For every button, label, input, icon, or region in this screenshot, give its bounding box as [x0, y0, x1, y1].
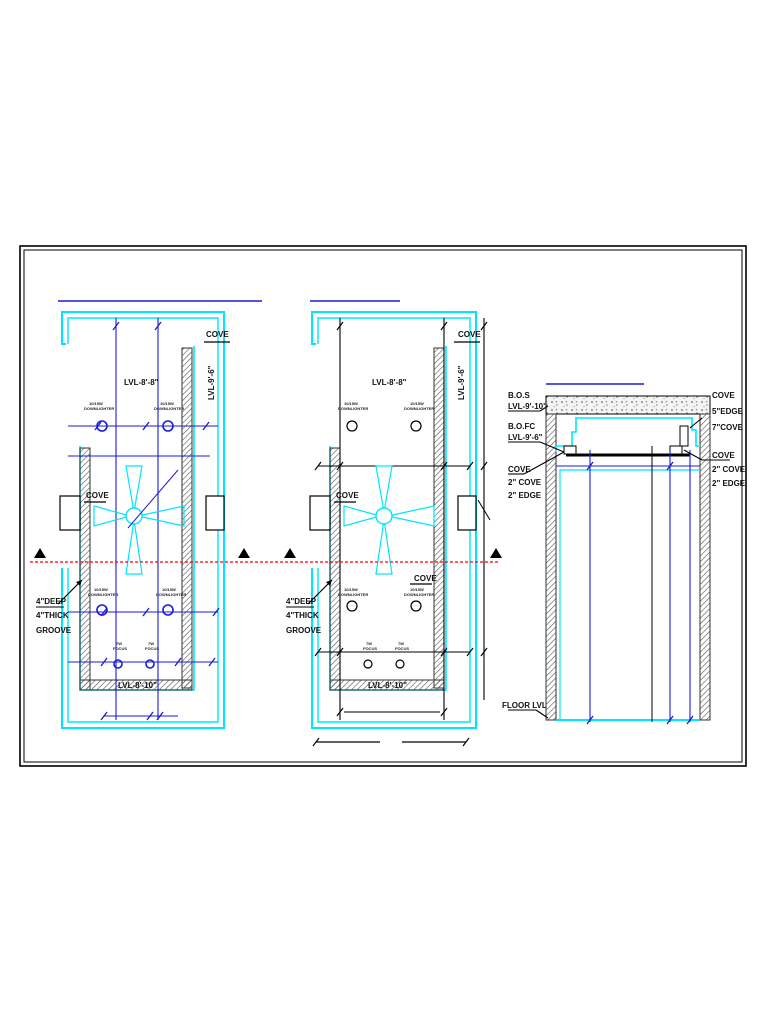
- plan2-outer-wall: [311, 311, 477, 729]
- section-wall-left: [545, 413, 557, 721]
- plan1-inner-cove-label: COVE: [86, 491, 109, 500]
- plan2-downlight-tl: 10/15W DOWNLIGHTER: [338, 401, 368, 432]
- section-floor-label: FLOOR LVL: [502, 701, 547, 710]
- section-marker-2-icon: [238, 548, 250, 558]
- svg-text:10/15W: 10/15W: [410, 401, 424, 406]
- section-left-cove: COVE: [508, 465, 531, 474]
- plan1-groove-note: 4"DEEP 4"THICK GROOVE: [36, 579, 83, 635]
- plan1-level-label: LVL-8'-8": [124, 378, 159, 387]
- plan2-focus-right: 7W FOCUS: [395, 641, 409, 669]
- section-right-cove-2: 2" COVE: [712, 465, 746, 474]
- svg-text:DOWNLIGHTER: DOWNLIGHTER: [338, 406, 368, 411]
- plan2-scale-bar: [312, 737, 470, 747]
- plan1-focus-right: 7W FOCUS: [145, 641, 159, 669]
- plan2-jamb-right: [457, 495, 477, 531]
- plan2-jamb-left: [309, 495, 331, 531]
- svg-text:7W: 7W: [366, 641, 372, 646]
- plan1-downlight-bl: 10/15W DOWNLIGHTER: [88, 587, 118, 616]
- svg-text:10/15W: 10/15W: [410, 587, 424, 592]
- plan1-outer-wall: [61, 311, 225, 729]
- section-right-cove-b: COVE: [712, 451, 735, 460]
- svg-text:DOWNLIGHTER: DOWNLIGHTER: [154, 406, 184, 411]
- plan2-groove-right: [433, 347, 445, 689]
- plan2-cove-label: COVE: [458, 330, 481, 339]
- plan1-downlight-tl: 10/15W DOWNLIGHTER: [84, 401, 114, 432]
- plan2-level-label: LVL-8'-8": [372, 378, 407, 387]
- plan2-groove-note: 4"DEEP 4"THICK GROOVE: [286, 579, 333, 635]
- section-marker-4-icon: [490, 548, 502, 558]
- plan1-downlight-br: 10/15W DOWNLIGHTER: [156, 587, 186, 616]
- section-dimension-ticks: [586, 461, 694, 725]
- svg-text:4"DEEP: 4"DEEP: [286, 597, 317, 606]
- plan1-side-level-label: LVL-9'-6": [207, 365, 216, 400]
- plan1-ceiling-fan-icon: [93, 465, 185, 575]
- plan2-focus-left: 7W FOCUS: [363, 641, 377, 669]
- sheet-border-outer: [19, 245, 747, 767]
- svg-text:10/15W: 10/15W: [89, 401, 103, 406]
- plan2-downlight-br: 10/15W DOWNLIGHTER: [404, 587, 434, 612]
- svg-text:GROOVE: GROOVE: [286, 626, 322, 635]
- svg-text:7W: 7W: [116, 641, 122, 646]
- svg-text:10/15W: 10/15W: [160, 401, 174, 406]
- svg-text:DOWNLIGHTER: DOWNLIGHTER: [84, 406, 114, 411]
- section-left-edge: 2" EDGE: [508, 491, 542, 500]
- plan2-lower-cove-label: COVE: [414, 574, 437, 583]
- svg-text:7W: 7W: [398, 641, 404, 646]
- svg-text:10/15W: 10/15W: [162, 587, 176, 592]
- svg-text:DOWNLIGHTER: DOWNLIGHTER: [404, 406, 434, 411]
- section-marker-1-icon: [34, 548, 46, 558]
- ceiling-plan-1: COVE LVL-9'-6" LVL-8'-8" LVL-8'-10" 10/1…: [36, 300, 262, 729]
- svg-text:7W: 7W: [148, 641, 154, 646]
- section-cut-line: [30, 548, 502, 563]
- plan1-jamb-right: [205, 495, 225, 531]
- plan1-cove-label: COVE: [206, 330, 229, 339]
- svg-text:FOCUS: FOCUS: [395, 646, 409, 651]
- section-left-cove-size: 2" COVE: [508, 478, 542, 487]
- ceiling-plan-2: COVE LVL-9'-6" LVL-8'-8" LVL-8'-10" 10/1…: [286, 300, 491, 747]
- svg-text:FOCUS: FOCUS: [113, 646, 127, 651]
- svg-text:10/15W: 10/15W: [344, 401, 358, 406]
- svg-text:DOWNLIGHTER: DOWNLIGHTER: [338, 592, 368, 597]
- svg-text:FOCUS: FOCUS: [145, 646, 159, 651]
- plan2-side-level-label: LVL-9'-6": [457, 365, 466, 400]
- section-slab: [545, 395, 711, 415]
- svg-text:4"THICK: 4"THICK: [36, 611, 69, 620]
- ceiling-section: B.O.S LVL-9'-10" B.O.FC LVL-9'-6" COVE 2…: [502, 383, 746, 725]
- plan2-bottom-level-label: LVL-8'-10": [368, 681, 407, 690]
- plan1-jamb-left: [59, 495, 81, 531]
- plan2-downlight-bl: 10/15W DOWNLIGHTER: [338, 587, 368, 612]
- section-right-cove-top: COVE: [712, 391, 735, 400]
- plan2-downlight-tr: 10/15W DOWNLIGHTER: [404, 401, 434, 432]
- svg-text:4"DEEP: 4"DEEP: [36, 597, 67, 606]
- section-dimension-lines: [556, 450, 700, 722]
- sheet-border-inner: [23, 249, 743, 763]
- plan1-groove-left: [79, 447, 91, 691]
- plan2-inner-cove-label: COVE: [336, 491, 359, 500]
- section-bofc-level: LVL-9'-6": [508, 433, 543, 442]
- section-bos-level: LVL-9'-10": [508, 402, 547, 411]
- section-wall-right: [699, 413, 711, 721]
- svg-text:DOWNLIGHTER: DOWNLIGHTER: [156, 592, 186, 597]
- plan1-bottom-level-label: LVL-8'-10": [118, 681, 157, 690]
- svg-text:4"THICK: 4"THICK: [286, 611, 319, 620]
- section-bos-label: B.O.S: [508, 391, 530, 400]
- svg-text:10/15W: 10/15W: [94, 587, 108, 592]
- plan2-ceiling-fan-icon: [343, 465, 435, 575]
- section-right-edge-5: 5"EDGE: [712, 407, 744, 416]
- plan1-dimension-lines: [68, 318, 218, 720]
- plan2-dimension-ticks: [314, 321, 488, 717]
- svg-text:DOWNLIGHTER: DOWNLIGHTER: [404, 592, 434, 597]
- section-right-cove-7: 7"COVE: [712, 423, 744, 432]
- section-bofc-label: B.O.FC: [508, 422, 535, 431]
- section-right-edge-2: 2" EDGE: [712, 479, 746, 488]
- section-marker-3-icon: [284, 548, 296, 558]
- plan1-downlight-tr: 10/15W DOWNLIGHTER: [154, 401, 184, 432]
- svg-text:10/15W: 10/15W: [344, 587, 358, 592]
- svg-text:DOWNLIGHTER: DOWNLIGHTER: [88, 592, 118, 597]
- plan1-focus-left: 7W FOCUS: [113, 641, 127, 669]
- svg-text:FOCUS: FOCUS: [363, 646, 377, 651]
- svg-text:GROOVE: GROOVE: [36, 626, 72, 635]
